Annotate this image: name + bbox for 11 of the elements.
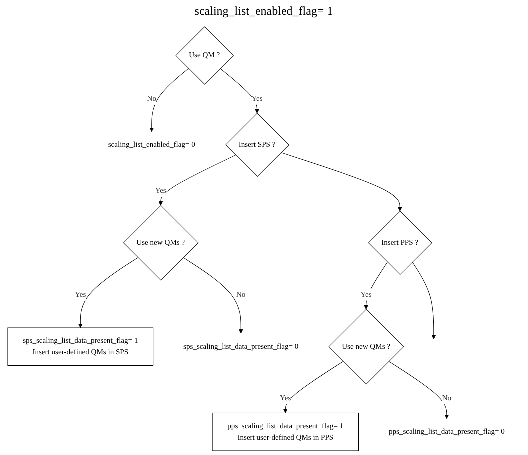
arrow (220, 68, 260, 114)
arrow (364, 262, 388, 310)
arrow (183, 258, 244, 334)
note-label: scaling_list_enabled_flag= 1 (194, 4, 334, 19)
arrow (78, 258, 138, 328)
arrow (283, 361, 344, 414)
arrow (280, 152, 402, 212)
arrow (150, 68, 190, 132)
arrow (412, 262, 436, 340)
arrow (158, 155, 236, 206)
arrow (388, 361, 450, 420)
